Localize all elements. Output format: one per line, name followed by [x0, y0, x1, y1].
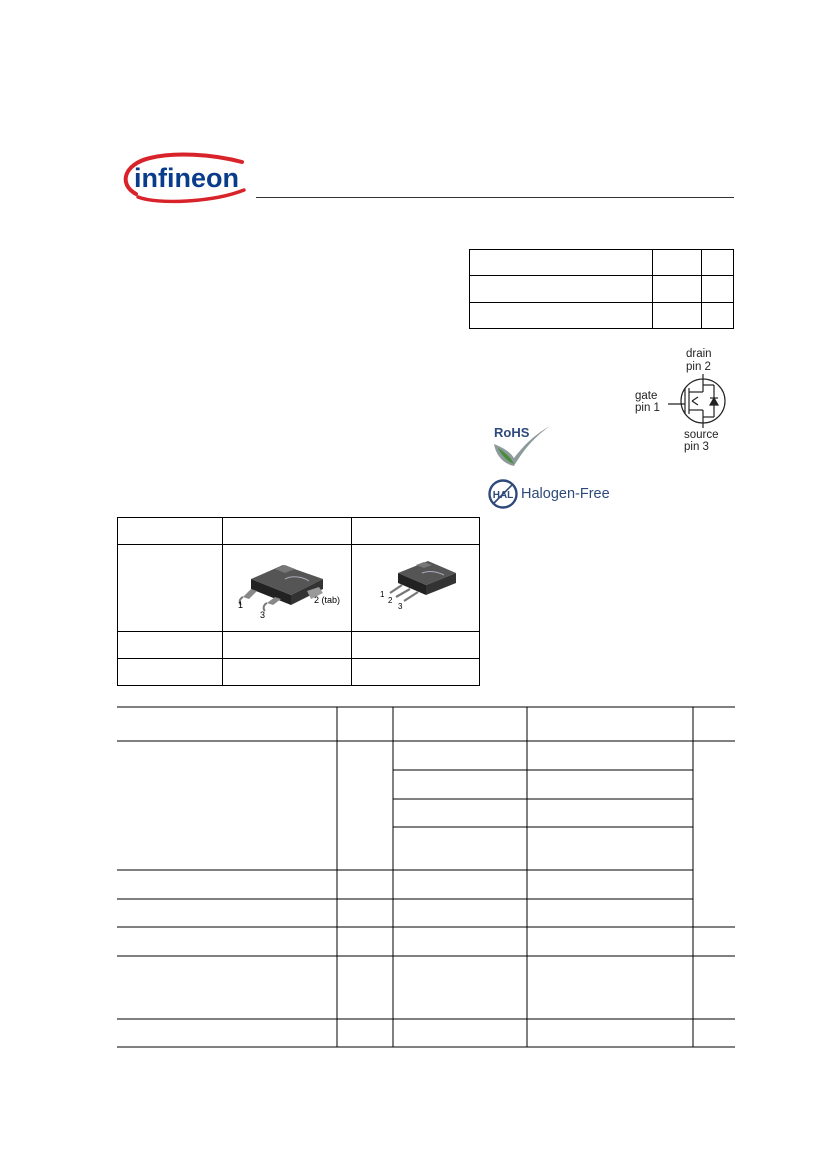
dpak-pin3-label: 3 [260, 610, 265, 620]
key-parameter-table [469, 248, 734, 330]
ipak-pin3-label: 3 [398, 602, 403, 611]
halogen-free-icon: HAL [488, 479, 518, 509]
table-row [469, 275, 734, 303]
ipak-package-icon: 1 2 3 [380, 561, 456, 611]
table-row [117, 658, 480, 686]
ipak-pin2-label: 2 [388, 596, 393, 605]
halogen-free-text: Halogen-Free [521, 486, 610, 502]
header-rule [256, 197, 734, 198]
source-label: source [684, 429, 719, 441]
mosfet-symbol-icon [668, 374, 726, 428]
table-row [117, 517, 480, 545]
drain-label: drain [686, 348, 712, 360]
gate-label: gate [635, 390, 657, 402]
ipak-package-cell: 1 2 3 [351, 544, 480, 632]
dpak-package-icon: 1 2 (tab) 3 [238, 565, 340, 620]
table-row [117, 631, 480, 659]
dpak-package-cell: 1 2 (tab) 3 [222, 544, 352, 632]
infineon-logo: infineon [118, 150, 258, 206]
table-row: 1 2 (tab) 3 1 2 3 [117, 544, 480, 632]
halogen-mark-text: HAL [493, 490, 514, 501]
dpak-pin1-label: 1 [238, 600, 243, 610]
ipak-pin1-label: 1 [380, 590, 385, 599]
package-table: 1 2 (tab) 3 1 2 3 [117, 517, 480, 686]
halogen-free-badge: HAL Halogen-Free [488, 478, 622, 510]
table-row [469, 248, 734, 277]
table-row [469, 301, 734, 330]
source-pin-label: pin 3 [684, 441, 709, 453]
mosfet-schematic: drain pin 2 gate pin 1 source pin 3 [628, 344, 738, 456]
drain-pin-label: pin 2 [686, 361, 711, 373]
dpak-pin2-label: 2 (tab) [314, 595, 340, 605]
rohs-text: RoHS [494, 425, 530, 440]
gate-pin-label: pin 1 [635, 402, 660, 414]
maximum-ratings-table [117, 706, 735, 1049]
logo-text: infineon [134, 163, 239, 193]
rohs-badge: RoHS [488, 422, 552, 470]
